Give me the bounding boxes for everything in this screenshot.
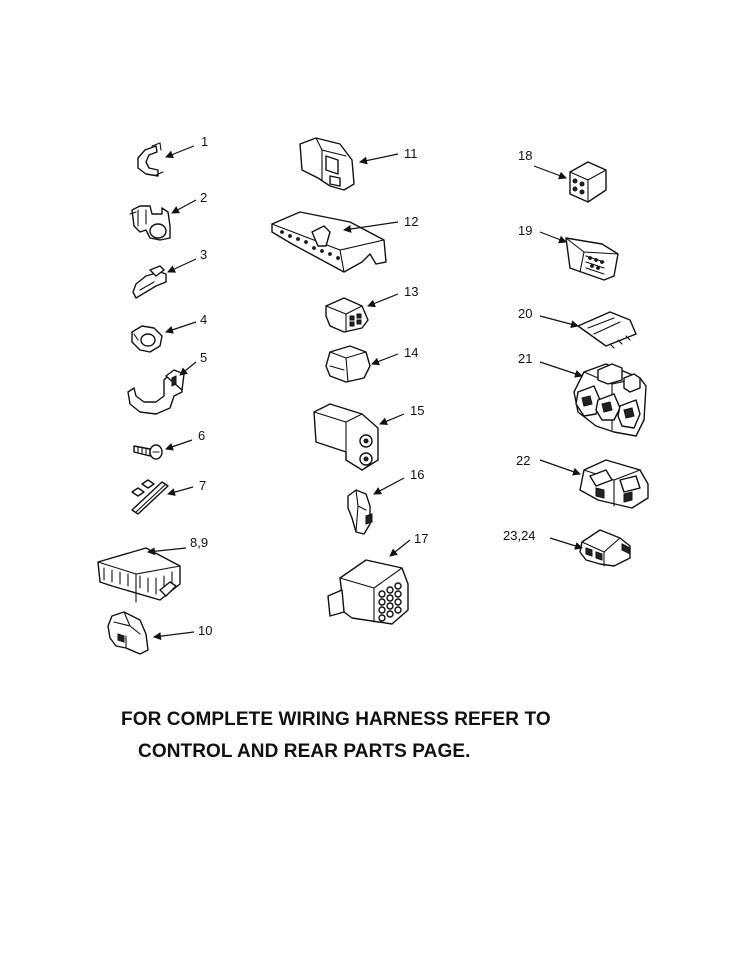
label-20: 20	[518, 306, 532, 321]
label-14: 14	[404, 345, 418, 360]
part-19-terminal-board	[565, 237, 619, 281]
label-12: 12	[404, 214, 418, 229]
part-17-12pin-connector	[327, 559, 409, 625]
part-12-connector-strip	[271, 211, 387, 273]
label-11: 11	[404, 146, 418, 161]
part-8-9-connector-block	[97, 547, 181, 603]
part-23-24-terminal	[579, 529, 631, 567]
reference-note-line-1: FOR COMPLETE WIRING HARNESS REFER TO	[121, 709, 551, 730]
label-5: 5	[200, 350, 207, 365]
label-1: 1	[201, 134, 208, 149]
label-21: 21	[518, 351, 532, 366]
label-8-9: 8,9	[190, 535, 208, 550]
label-18: 18	[518, 148, 532, 163]
part-13-small-housing	[325, 297, 369, 333]
part-3-hook-clip	[132, 265, 167, 299]
label-19: 19	[518, 223, 532, 238]
label-2: 2	[200, 190, 207, 205]
reference-note-line-2: CONTROL AND REAR PARTS PAGE.	[138, 741, 471, 762]
label-6: 6	[198, 428, 205, 443]
part-2-cable-clamp	[129, 205, 171, 241]
label-7: 7	[199, 478, 206, 493]
part-11-housing	[299, 137, 355, 191]
part-5-u-clamp	[127, 369, 185, 415]
label-17: 17	[414, 531, 428, 546]
part-18-cube-connector	[569, 161, 607, 203]
part-20-plate	[577, 311, 637, 349]
part-21-switch-assembly	[573, 363, 647, 437]
part-7-strip-clip	[131, 479, 169, 515]
label-4: 4	[200, 312, 207, 327]
part-16-terminal	[347, 489, 373, 535]
label-22: 22	[516, 453, 530, 468]
part-10-latch-connector	[107, 611, 149, 655]
label-23-24: 23,24	[503, 528, 536, 543]
part-4-grommet	[131, 325, 163, 353]
part-15-2pin-housing	[313, 403, 379, 471]
part-6-screw	[133, 444, 163, 460]
label-16: 16	[410, 467, 424, 482]
part-14-sleeve	[325, 345, 371, 383]
label-10: 10	[198, 623, 212, 638]
pin-grid	[378, 582, 402, 622]
label-3: 3	[200, 247, 207, 262]
part-1-clip	[137, 142, 164, 177]
label-13: 13	[404, 284, 418, 299]
label-15: 15	[410, 403, 424, 418]
part-22-dual-connector	[579, 459, 649, 509]
